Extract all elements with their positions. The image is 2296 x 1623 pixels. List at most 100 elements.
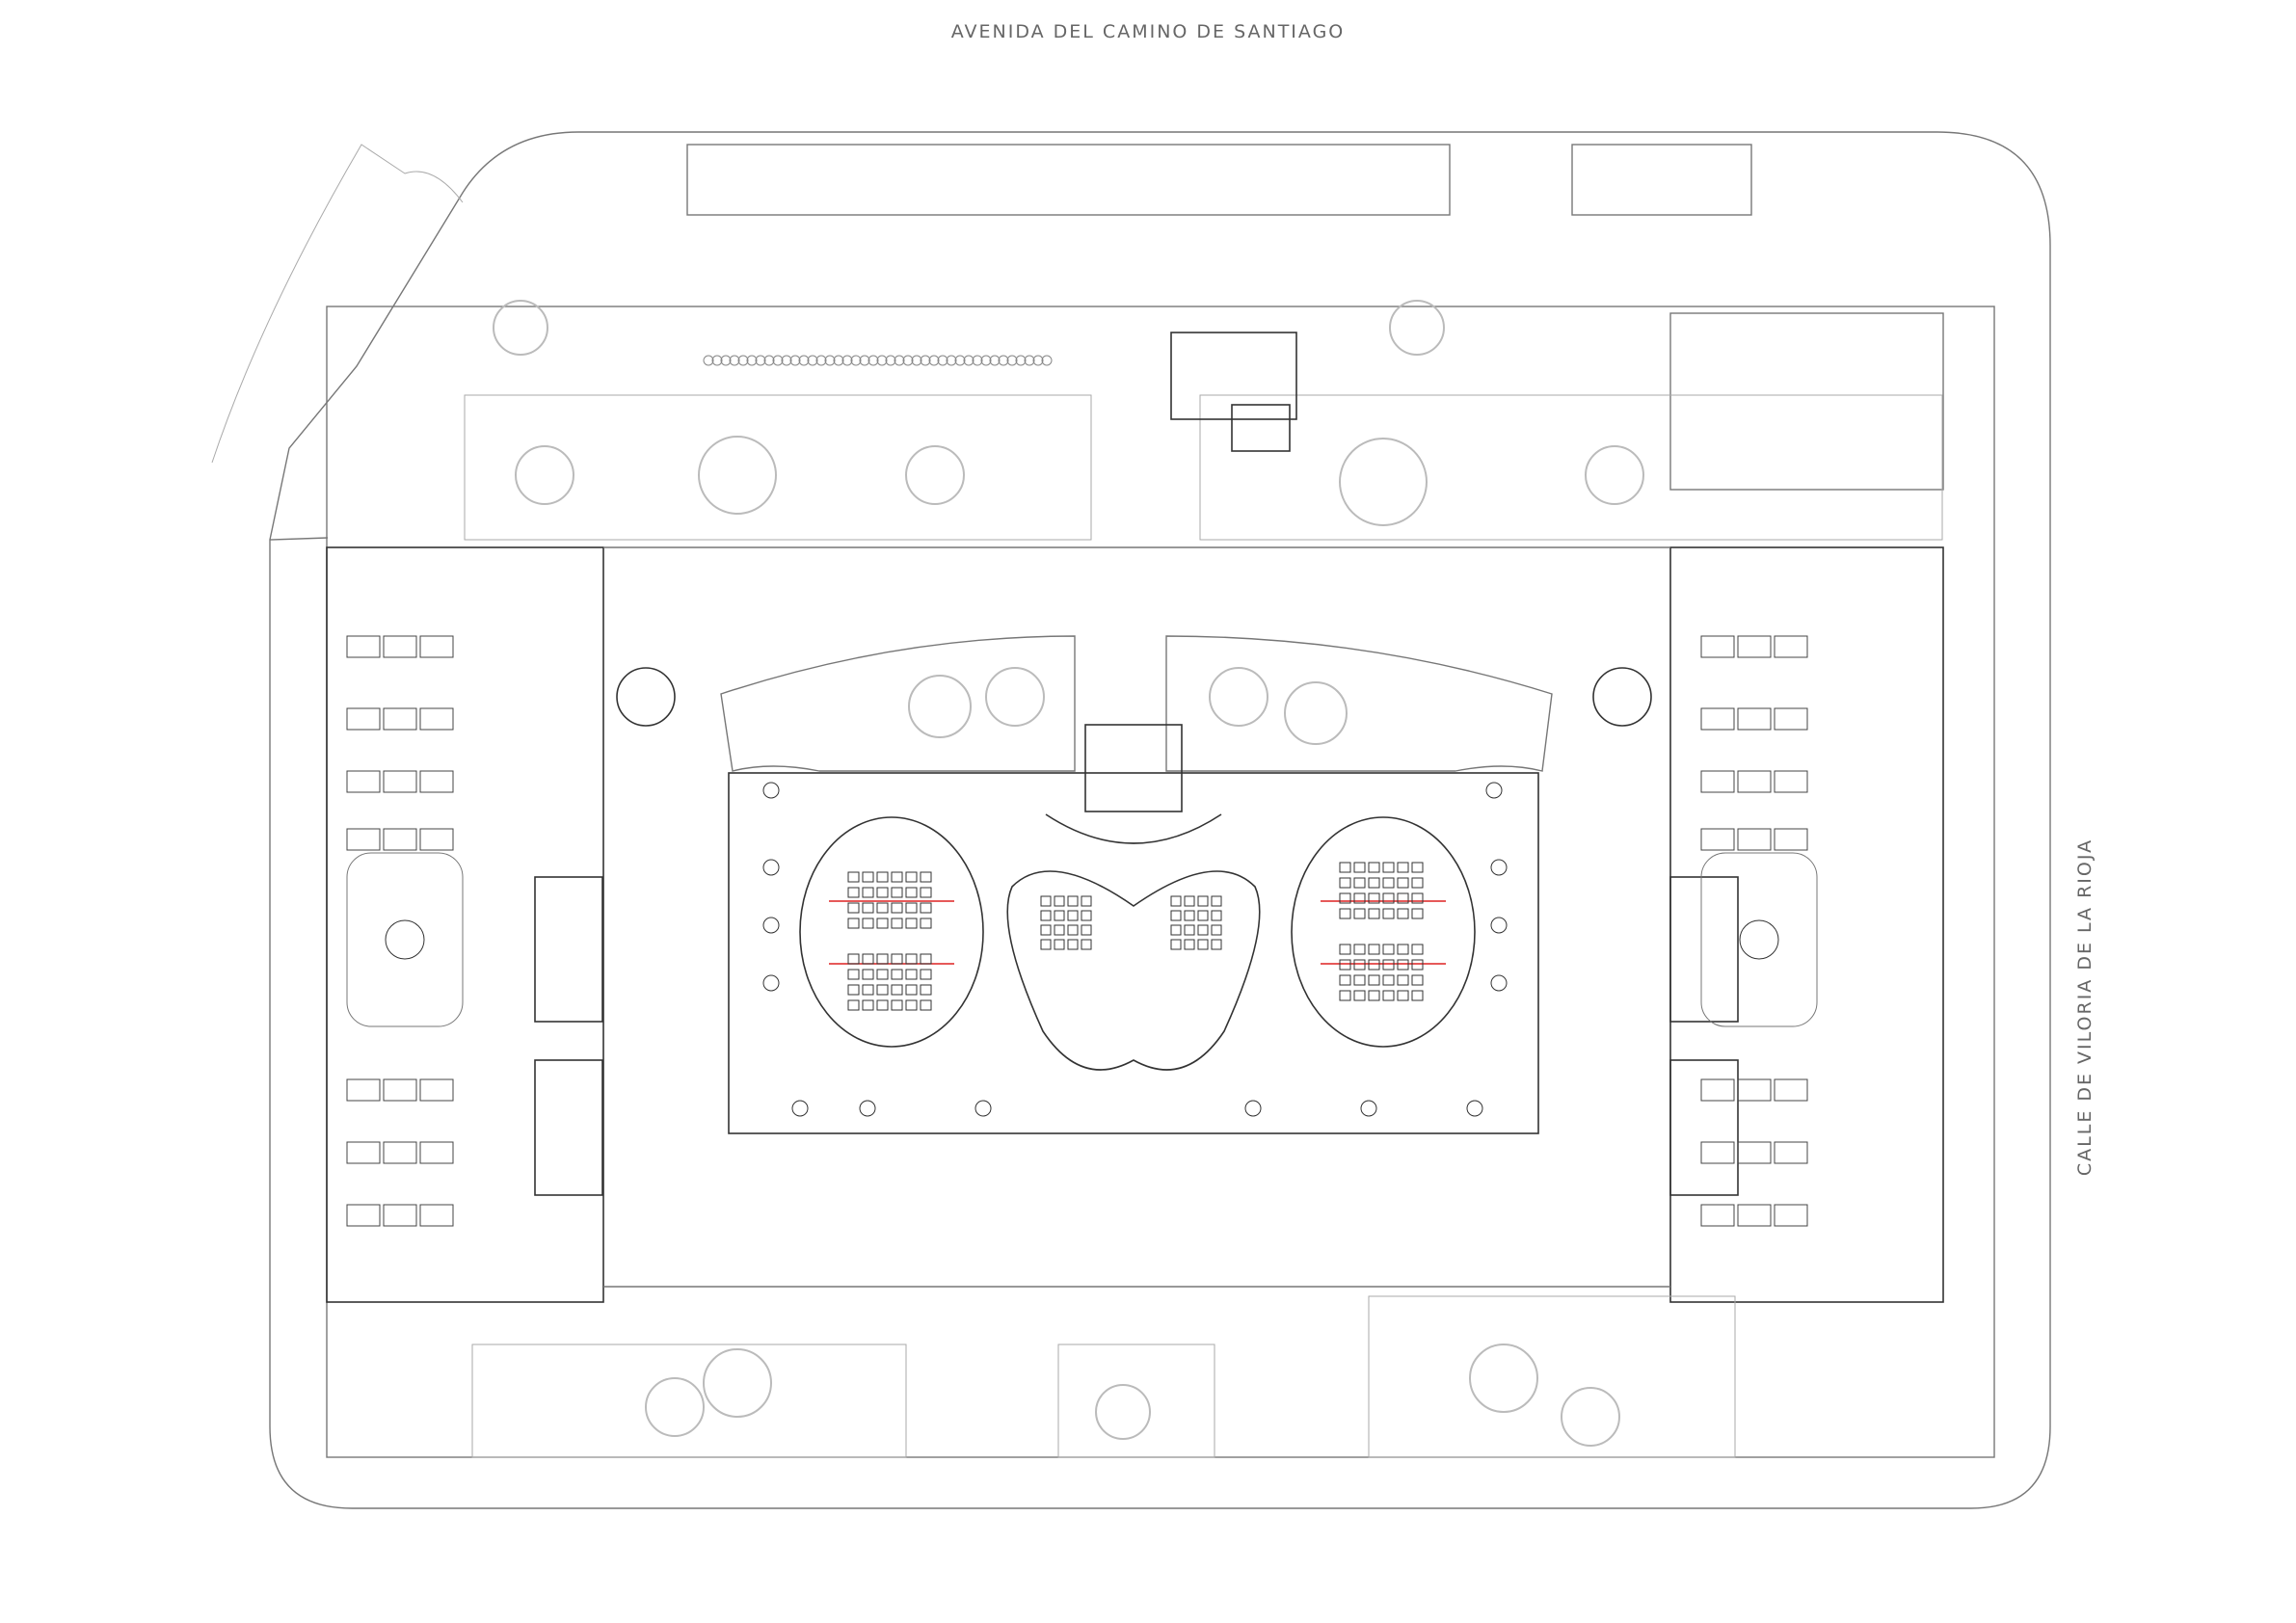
seat bbox=[1397, 862, 1409, 873]
seat bbox=[1353, 862, 1366, 873]
desk bbox=[1774, 1141, 1808, 1164]
seat bbox=[876, 918, 889, 929]
auditorium-east bbox=[1291, 816, 1476, 1048]
seat bbox=[1339, 862, 1351, 873]
seat bbox=[1353, 959, 1366, 971]
seat bbox=[1054, 910, 1065, 921]
seat bbox=[862, 871, 874, 883]
seat bbox=[1368, 892, 1380, 904]
seat bbox=[876, 887, 889, 898]
seat bbox=[847, 953, 860, 965]
lounge-table bbox=[1244, 1100, 1262, 1117]
seat bbox=[920, 953, 932, 965]
desk bbox=[1737, 770, 1772, 793]
auditorium-west bbox=[799, 816, 984, 1048]
seat bbox=[1211, 910, 1222, 921]
seat bbox=[905, 969, 918, 980]
desk bbox=[1700, 1141, 1735, 1164]
tree-icon bbox=[1469, 1344, 1538, 1413]
terrace-east bbox=[1199, 394, 1943, 541]
hedge-icon bbox=[755, 355, 766, 366]
seat bbox=[1339, 974, 1351, 986]
lounge-table bbox=[762, 917, 780, 934]
seat bbox=[1339, 990, 1351, 1001]
seat bbox=[1411, 959, 1424, 971]
seat bbox=[1382, 877, 1395, 889]
seat bbox=[1353, 892, 1366, 904]
tree-icon bbox=[493, 300, 548, 356]
hedge-icon bbox=[937, 355, 948, 366]
seat bbox=[1353, 990, 1366, 1001]
seat bbox=[1411, 892, 1424, 904]
lounge-table bbox=[1490, 859, 1508, 876]
hedge-icon bbox=[894, 355, 905, 366]
seat bbox=[1382, 990, 1395, 1001]
seat bbox=[862, 918, 874, 929]
seat bbox=[1170, 895, 1182, 907]
seat bbox=[1382, 862, 1395, 873]
tree-icon bbox=[1284, 681, 1348, 745]
desk bbox=[383, 1204, 417, 1227]
seat bbox=[847, 902, 860, 914]
seat bbox=[1067, 895, 1079, 907]
hedge-icon bbox=[720, 355, 732, 366]
rotunda-east bbox=[1592, 667, 1652, 727]
seat bbox=[847, 999, 860, 1011]
meeting-table bbox=[385, 919, 425, 960]
canopy-arc-west bbox=[720, 635, 1076, 772]
seat bbox=[1368, 877, 1380, 889]
desk bbox=[1774, 770, 1808, 793]
north-building-a bbox=[686, 144, 1451, 216]
seat bbox=[1368, 990, 1380, 1001]
seat bbox=[920, 969, 932, 980]
desk bbox=[383, 770, 417, 793]
hedge-icon bbox=[1006, 355, 1018, 366]
seat bbox=[1397, 877, 1409, 889]
terrace-west bbox=[464, 394, 1092, 541]
desk bbox=[383, 828, 417, 851]
south-garden-east bbox=[1368, 1295, 1736, 1458]
desk bbox=[1700, 707, 1735, 731]
seat bbox=[847, 969, 860, 980]
desk bbox=[383, 1078, 417, 1102]
seat bbox=[876, 969, 889, 980]
seat bbox=[905, 871, 918, 883]
hedge-icon bbox=[1024, 355, 1035, 366]
desk bbox=[1700, 1078, 1735, 1102]
seat bbox=[1397, 892, 1409, 904]
seat bbox=[1353, 974, 1366, 986]
seat bbox=[1197, 939, 1209, 950]
inner-plot bbox=[326, 306, 1995, 1458]
seat bbox=[862, 902, 874, 914]
east-wing bbox=[1669, 546, 1944, 1303]
desk bbox=[1737, 828, 1772, 851]
lounge-table bbox=[791, 1100, 809, 1117]
seat bbox=[1382, 974, 1395, 986]
seat bbox=[1211, 939, 1222, 950]
seat bbox=[1184, 895, 1195, 907]
seat bbox=[1397, 908, 1409, 919]
hedge-icon bbox=[954, 355, 966, 366]
desk bbox=[346, 1204, 381, 1227]
seat bbox=[891, 953, 903, 965]
seat bbox=[1339, 959, 1351, 971]
desk bbox=[419, 1141, 454, 1164]
seat bbox=[1197, 910, 1209, 921]
seat bbox=[891, 918, 903, 929]
site-boundary bbox=[269, 131, 2051, 1509]
seat bbox=[891, 969, 903, 980]
seat bbox=[847, 984, 860, 996]
north-stair bbox=[1084, 724, 1183, 812]
lounge-table bbox=[974, 1100, 992, 1117]
tree-icon bbox=[1095, 1384, 1151, 1440]
hedge-icon bbox=[703, 355, 714, 366]
desk bbox=[383, 635, 417, 658]
seat bbox=[1411, 974, 1424, 986]
hedge-icon bbox=[859, 355, 870, 366]
stair-west bbox=[534, 1059, 603, 1196]
entrance-core bbox=[1170, 332, 1297, 420]
seat bbox=[1339, 877, 1351, 889]
hedge-icon bbox=[824, 355, 836, 366]
seat bbox=[876, 902, 889, 914]
seat bbox=[1339, 944, 1351, 955]
